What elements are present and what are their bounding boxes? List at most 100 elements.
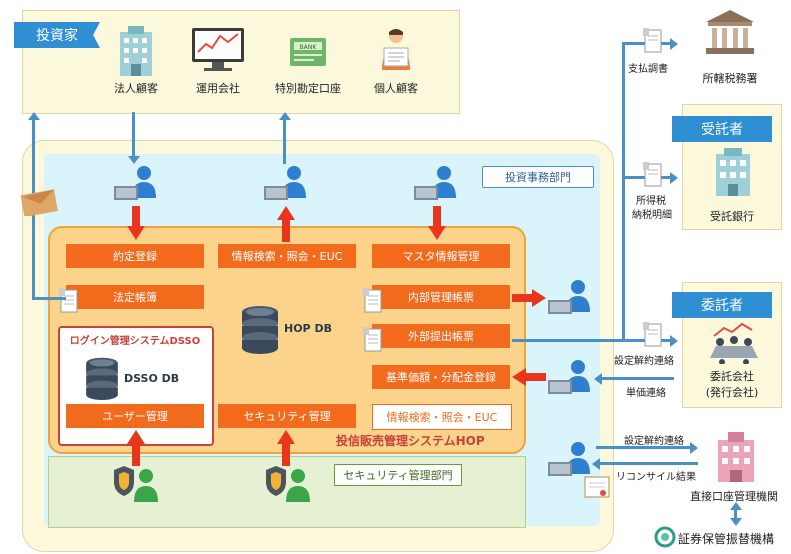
dsso-db-icon (86, 357, 118, 400)
blue-arrowhead-depository-up (730, 502, 742, 510)
monitor-chart-icon (192, 28, 244, 71)
payment-doc-label: 支払調書 (628, 64, 668, 75)
trustee-tag: 受託者 (672, 116, 772, 142)
security-admin-icon-1 (114, 466, 158, 502)
blue-arrowhead-consignor (670, 335, 678, 347)
module-master-mgmt-label: マスタ情報管理 (402, 250, 480, 263)
investor-label-individual: 個人顧客 (374, 82, 418, 95)
blue-arrowhead-legal-left (28, 112, 40, 120)
module-security-mgmt-label: セキュリティ管理 (243, 410, 331, 423)
red-arrow-price (512, 368, 546, 386)
trustee-tag-label: 受託者 (701, 122, 743, 138)
module-internal-books-label: 内部管理帳票 (408, 291, 474, 304)
module-legal-books[interactable]: 法定帳簿 (66, 285, 204, 309)
blue-arrowhead-special (279, 112, 291, 120)
trust-bank-building-icon (716, 148, 750, 196)
red-arrow-user-mgmt (127, 430, 145, 466)
module-price-registration[interactable]: 基準価額・分配金登録 (372, 365, 510, 389)
consignor-tag: 委託者 (672, 292, 772, 318)
investor-label-corporate: 法人顧客 (114, 82, 158, 95)
module-info-search-bottom-label: 情報検索・照会・EUC (386, 411, 498, 424)
operator-icon-6 (548, 442, 590, 476)
module-external-books-label: 外部提出帳票 (408, 330, 474, 343)
module-security-mgmt[interactable]: セキュリティ管理 (218, 404, 356, 428)
module-external-books[interactable]: 外部提出帳票 (372, 324, 510, 348)
direct-account-label: 直接口座管理機関 (690, 490, 778, 503)
blue-arrowhead-tax-office (670, 38, 678, 50)
bank-book-icon: BANK (290, 38, 326, 66)
depository-label: 証券保管振替機構 (678, 532, 775, 546)
blue-line-corporate (132, 112, 135, 158)
investment-office-text: 投資事務部門 (505, 171, 571, 184)
operator-icon-3 (414, 166, 456, 200)
hop-db-icon (242, 306, 278, 354)
module-user-mgmt-overlay-label: ユーザー管理 (102, 410, 168, 423)
consignor-meeting-icon (710, 322, 758, 364)
svg-text:BANK: BANK (300, 44, 318, 51)
tax-office-building-icon (706, 10, 754, 54)
consignor-company-sub-label: (発行会社) (705, 386, 759, 399)
income-tax-label-1: 所得税 (636, 196, 666, 207)
blue-arrowhead-reconcile (592, 458, 600, 470)
module-contract-registration-label: 約定登録 (113, 250, 157, 263)
tax-office-label: 所轄税務署 (702, 72, 758, 85)
person-reading-icon (382, 29, 410, 70)
direct-account-building-icon (718, 432, 754, 482)
module-internal-books[interactable]: 内部管理帳票 (372, 285, 510, 309)
hop-system-title: 投信販売管理システムHOP (336, 434, 485, 448)
consignor-tag-label: 委託者 (701, 298, 743, 314)
red-arrow-info-search (277, 206, 295, 242)
document-icon-legal (59, 288, 78, 313)
unit-price-label: 単価連絡 (626, 388, 666, 399)
operator-icon-5 (548, 360, 590, 394)
blue-arrowhead-corporate (128, 156, 140, 164)
operator-icon-1 (114, 166, 156, 200)
module-info-search-top[interactable]: 情報検索・照会・EUC (218, 244, 356, 268)
module-info-search-bottom[interactable]: 情報検索・照会・EUC (372, 404, 512, 430)
module-user-mgmt-overlay[interactable]: ユーザー管理 (66, 404, 204, 428)
certificate-icon (584, 476, 610, 498)
module-master-mgmt[interactable]: マスタ情報管理 (372, 244, 510, 268)
red-arrow-master (428, 206, 446, 240)
office-building-icon (120, 26, 152, 76)
blue-line-unit-price (600, 377, 674, 380)
operator-icon-2 (264, 166, 306, 200)
security-admin-icon-2 (266, 466, 310, 502)
envelope-icon (20, 189, 58, 216)
investor-tag: 投資家 (14, 22, 100, 48)
contract-notice-label: 設定解約連絡 (614, 356, 674, 367)
security-office-label: セキュリティ管理部門 (334, 464, 462, 486)
blue-arrowhead-unit-price (594, 373, 602, 385)
blue-line-external-out (512, 339, 672, 342)
document-icon-external (363, 327, 382, 352)
consignor-company-label: 委託会社 (710, 370, 754, 383)
dsso-title: ログイン管理システムDSSO (69, 336, 201, 347)
investment-office-label: 投資事務部門 (482, 166, 594, 188)
investor-label-special-account: 特別勘定口座 (275, 82, 341, 95)
blue-arrowhead-direct-contract (690, 442, 698, 454)
dsso-db-label: DSSO DB (124, 372, 180, 385)
income-tax-label-2: 納税明細 (632, 210, 672, 221)
blue-arrowhead-depository (730, 518, 742, 526)
blue-line-direct-contract (596, 446, 692, 449)
document-icon-income-tax (643, 162, 662, 187)
document-icon-internal (363, 288, 382, 313)
blue-line-legal-h (32, 297, 66, 300)
red-arrow-internal (512, 289, 546, 307)
blue-line-right-spine (622, 42, 625, 342)
investor-tag-label: 投資家 (36, 28, 78, 44)
blue-line-reconcile (598, 462, 698, 465)
module-price-registration-label: 基準価額・分配金登録 (386, 371, 496, 384)
blue-line-special (283, 118, 286, 164)
trust-bank-label: 受託銀行 (710, 210, 754, 223)
module-contract-registration[interactable]: 約定登録 (66, 244, 204, 268)
depository-logo-icon (654, 526, 676, 548)
blue-arrowhead-trust-bank (670, 172, 678, 184)
direct-contract-label: 設定解約連絡 (624, 436, 684, 447)
blue-line-depository (734, 506, 737, 520)
document-icon-contract-notice (643, 322, 662, 347)
security-office-text: セキュリティ管理部門 (343, 469, 453, 482)
reconcile-label: リコンサイル結果 (616, 472, 696, 483)
document-icon-payment (643, 28, 662, 53)
red-arrow-security-mgmt (277, 430, 295, 466)
